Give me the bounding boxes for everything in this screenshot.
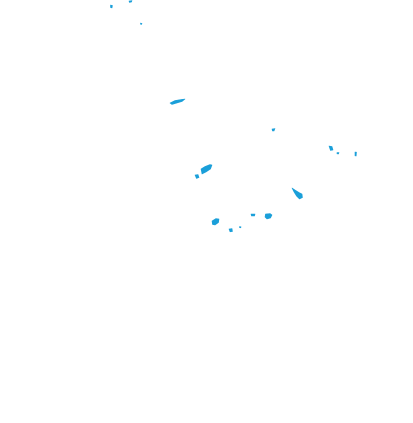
island-cluster-south — [211, 213, 273, 233]
island-east-small — [271, 128, 276, 132]
island-cluster-east — [328, 145, 357, 157]
island-north-small — [140, 22, 143, 25]
island-cluster-central — [194, 164, 213, 179]
island-cluster-northwest — [110, 0, 133, 9]
island-west-elongated — [169, 98, 186, 105]
island-east-central — [291, 187, 303, 200]
